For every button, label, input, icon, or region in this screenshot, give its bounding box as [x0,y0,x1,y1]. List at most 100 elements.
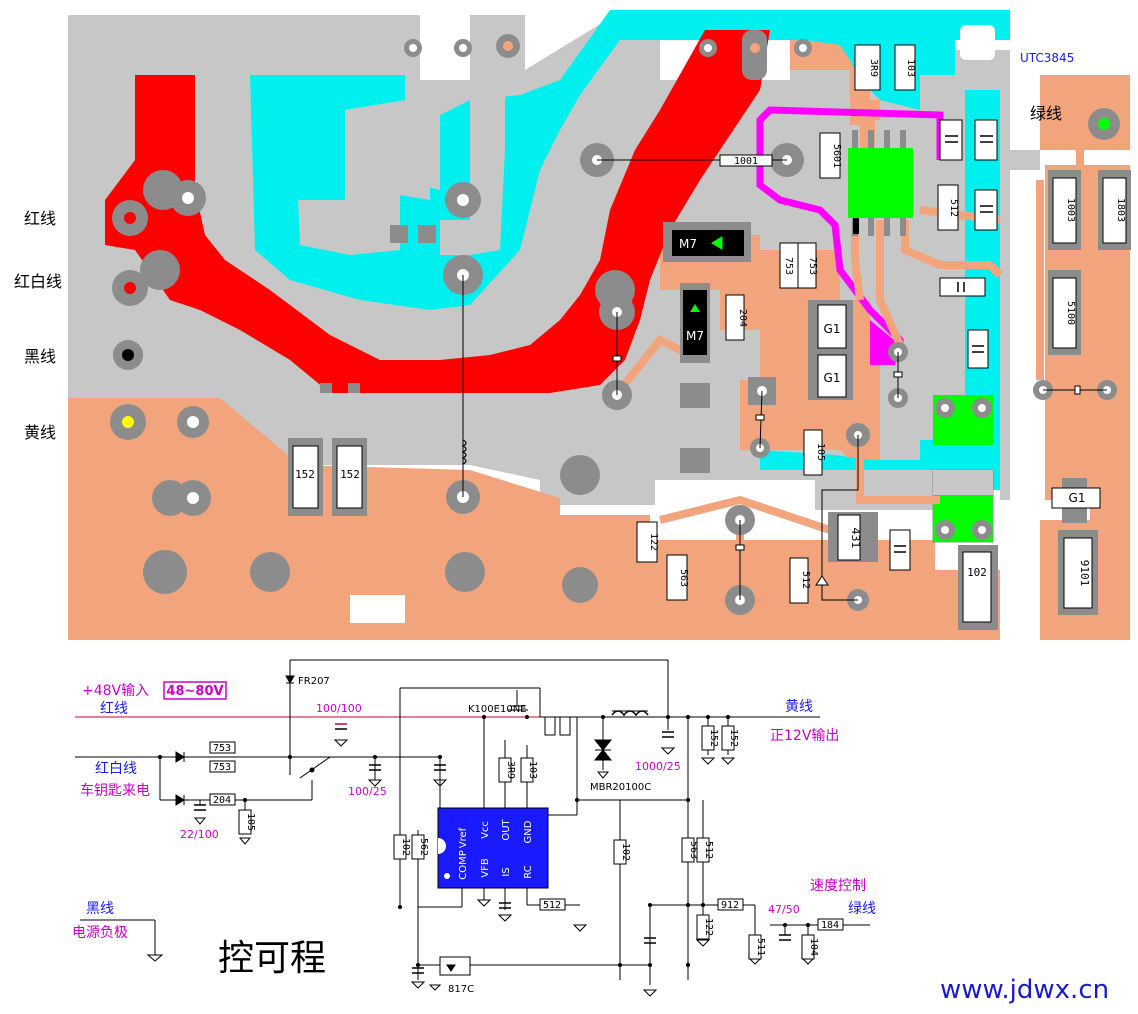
schematic [75,659,870,997]
sch-r103: 103 [527,761,538,779]
board-pads [110,30,1120,615]
ic-pin-labels: Vref Vcc OUT GND COMP VFB IS RC [458,818,534,879]
sch-speed-ctrl: 速度控制 [810,878,866,894]
label-r152a: 152 [295,468,315,481]
sch-r152a: 152 [708,729,719,747]
label-wire-black: 黑线 [24,347,56,366]
board-small-caps [612,355,1081,551]
ic-pin-vfb: VFB [480,858,491,878]
sch-r562: 562 [418,838,429,856]
label-r102: 102 [967,566,987,579]
board-152-resistors: 152 152 [288,438,367,516]
label-431: 431 [849,528,862,549]
sch-schottky: MBR20100C [590,782,651,793]
label-r5601: 5601 [831,144,842,168]
label-r1001: 1001 [734,156,758,167]
sch-r563: 563 [688,841,699,859]
ic-pin-gnd: GND [523,820,534,843]
label-r122: 122 [648,533,659,551]
board-431-body [837,514,861,561]
sch-r511: 511 [755,938,766,956]
sch-r184: 184 [821,920,839,931]
schematic-resistors: 753 753 204 105 3R9 103 152 152 102 562 … [209,725,844,960]
sch-r102b: 102 [620,843,631,861]
cyan-cutout-2 [440,90,505,255]
sch-r512: 512 [543,900,561,911]
sch-r912: 912 [721,900,739,911]
label-r512b: 512 [800,571,811,589]
sch-cap-100-25: 100/25 [348,785,387,798]
sch-watermark: www.jdwx.cn [940,975,1109,1005]
label-r753b: 753 [807,257,818,275]
sch-output-label: 正12V输出 [770,728,839,744]
ic-pin-is: IS [501,867,512,876]
label-r1803: 1803 [1115,198,1126,222]
label-r563: 563 [678,569,689,587]
sch-yellow-wire: 黄线 [785,698,813,715]
sch-black-wire: 黑线 [86,901,114,917]
label-r9101: 9101 [1078,560,1091,587]
label-chip: UTC3845 [1020,51,1074,65]
sch-input-label: +48V输入 [82,683,149,699]
cyan-cutout-1 [355,105,440,250]
sch-cap-1000-25: 1000/25 [635,760,681,773]
label-wire-red-white: 红白线 [14,272,62,291]
label-wire-green: 绿线 [1030,104,1062,123]
sch-r753a: 753 [213,743,231,754]
sch-r105: 105 [245,813,256,831]
sch-r753b: 753 [213,762,231,773]
label-m7a: M7 [679,237,697,251]
label-r1003: 1003 [1065,198,1076,222]
board-cap-symbols [894,135,993,553]
sch-input-range-box [163,681,227,700]
label-r5100: 5100 [1065,301,1076,325]
label-r103: 103 [905,59,916,77]
label-g1c: G1 [1069,491,1086,505]
label-r512a: 512 [948,199,959,217]
sch-r122: 122 [703,918,714,936]
sch-mosfet: K100E10NE [468,704,527,715]
label-r105: 105 [815,443,826,461]
board-gray-in-green [933,470,993,495]
ic-pin-vcc: Vcc [480,821,491,839]
board-inductor-coil [461,439,467,465]
ground-symbols [146,739,816,997]
sch-green-wire: 绿线 [848,901,876,917]
sch-cap-22-100: 22/100 [180,828,219,841]
board-wire-431 [821,435,859,601]
label-r753a: 753 [783,257,794,275]
label-wire-red: 红线 [24,209,56,228]
chip-marker [853,218,859,234]
sch-red-white-wire: 红白线 [95,761,137,777]
sch-title: 控可程 [218,938,326,979]
schematic-labels: +48V输入 48~80V 红线 FR207 100/100 K100E10NE… [72,676,1109,1005]
board-caps [889,119,998,571]
sch-r204: 204 [213,795,231,806]
board-resistors: 1001 3R9 103 5601 512 1003 1803 5100 753… [636,44,1131,630]
sch-fr207: FR207 [298,676,330,687]
sch-cap-100-100: 100/100 [316,702,362,715]
sch-optocoupler: 817C [448,984,474,995]
ic-pin-rc: RC [523,865,534,878]
ic-pin-vref: Vref [458,827,469,848]
pcb-board: 1001 3R9 103 5601 512 1003 1803 5100 753… [14,10,1131,640]
label-g1b: G1 [824,371,841,385]
board-transistors: G1 G1 G1 [808,300,1101,523]
board-cutout [350,595,405,623]
sch-r152b: 152 [728,729,739,747]
sch-r102a: 102 [400,838,411,856]
label-wire-yellow: 黄线 [24,423,56,442]
sch-r104: 104 [808,938,819,956]
sch-r3r9: 3R9 [505,761,516,779]
label-m7b: M7 [686,329,704,343]
sch-red-wire: 红线 [100,701,128,717]
board-diodes: M7 M7 [663,222,751,363]
sch-input-range: 48~80V [166,684,223,699]
sch-neg-label: 电源负极 [72,925,128,941]
board-green-chip [848,148,913,218]
ic-pin-out: OUT [501,818,512,840]
sch-cap-47-50: 47/50 [768,903,800,916]
board-copper-mid [660,235,880,460]
